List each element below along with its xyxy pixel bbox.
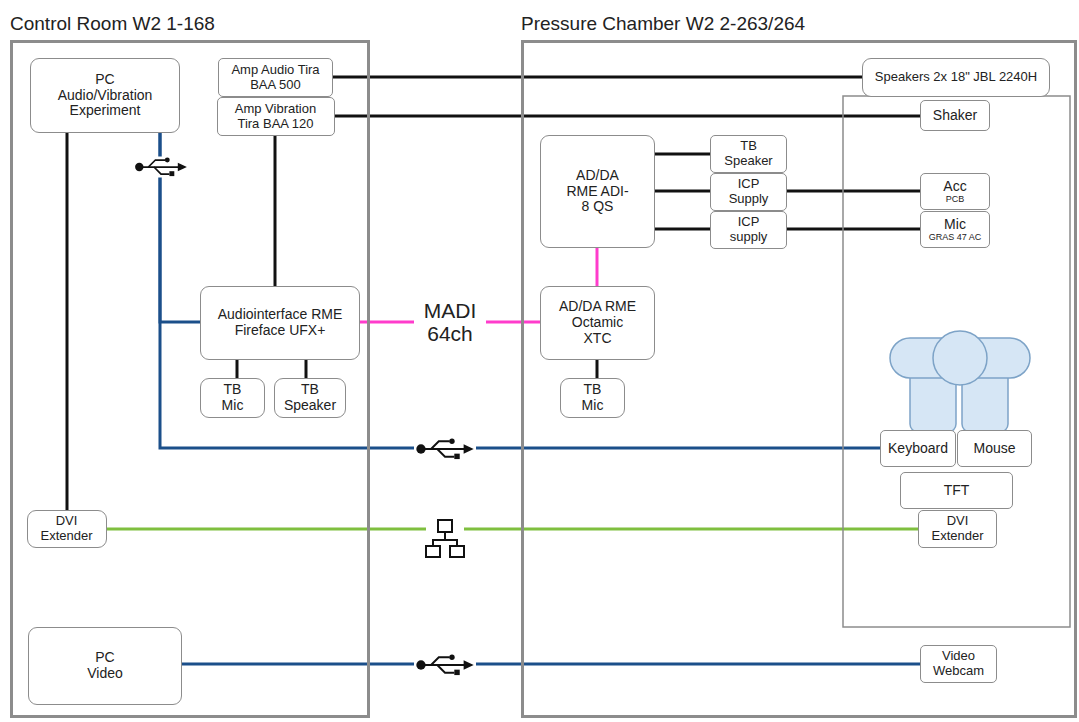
converter-box: AD/DA RME Octamic XTC: [540, 286, 655, 360]
node-label: DVI Extender: [925, 514, 991, 543]
node-label: TB Mic: [213, 382, 253, 413]
node-label: Audiointerface RME Fireface UFX+: [213, 307, 347, 338]
node-label: Acc: [943, 179, 966, 195]
usb-symbol: [414, 653, 476, 676]
node-label: TB Speaker: [720, 139, 778, 168]
node-label: ICP supply: [721, 215, 777, 244]
room-heading: Control Room W2 1-168: [10, 13, 215, 34]
speaker-box: Speakers 2x 18" JBL 2240H: [862, 58, 1050, 97]
node-label: GRAS 47 AC: [929, 232, 982, 242]
node-label: PCB: [946, 194, 965, 204]
connector-line: [360, 321, 540, 324]
node-label: DVI Extender: [34, 514, 100, 543]
connector-line: [787, 228, 920, 231]
node-label: Keyboard: [888, 441, 948, 457]
subject-figure: [890, 331, 1030, 432]
edge-label: MADI 64ch: [414, 298, 486, 346]
supply-box: ICP supply: [710, 211, 787, 249]
node-label: Amp Vibration Tira BAA 120: [224, 102, 328, 131]
connector-line: [305, 360, 308, 378]
connector-line: [335, 115, 921, 118]
webcam-box: Video Webcam: [920, 645, 997, 683]
computer-box: PC Video: [28, 627, 182, 705]
mouse-box: Mouse: [957, 430, 1032, 467]
connector-line: [333, 76, 862, 79]
node-label: Mouse: [973, 441, 1015, 457]
room-region: Control Room W2 1-168PC Audio/Vibration …: [10, 40, 370, 718]
node-label: Mic: [944, 217, 966, 233]
node-label: Amp Audio Tira BAA 500: [230, 63, 322, 92]
inner-enclosure: [843, 96, 1070, 627]
connector-line: [596, 360, 599, 378]
connector-line: [274, 136, 277, 286]
node-label: PC Video: [85, 650, 125, 681]
network-symbol: [426, 518, 464, 558]
node-label: Shaker: [933, 108, 977, 124]
connector-line: [160, 133, 880, 448]
node-label: TFT: [944, 483, 970, 499]
node-label: AD/DA RME Octamic XTC: [557, 299, 639, 346]
connector-line: [107, 528, 919, 531]
sensor-box: MicGRAS 47 AC: [920, 211, 990, 248]
amplifier-box: Amp Audio Tira BAA 500: [218, 58, 333, 97]
room-heading: Pressure Chamber W2 2-263/264: [521, 13, 805, 34]
talkback-box: TB Mic: [560, 378, 625, 418]
node-label: TB Mic: [573, 382, 613, 413]
keyboard-box: Keyboard: [880, 430, 956, 467]
supply-box: ICP Supply: [710, 173, 787, 211]
amplifier-box: Amp Vibration Tira BAA 120: [217, 97, 335, 136]
converter-box: AD/DA RME ADI-8 QS: [540, 135, 655, 248]
monitor-box: TFT: [900, 472, 1013, 509]
talkback-box: TB Speaker: [274, 378, 346, 418]
connector-line: [596, 248, 599, 286]
sensor-box: AccPCB: [920, 173, 990, 210]
shaker-box: Shaker: [920, 100, 990, 131]
usb-symbol: [133, 157, 189, 178]
node-label: ICP Supply: [721, 177, 777, 206]
node-label: AD/DA RME ADI-8 QS: [566, 168, 630, 215]
connector-line: [182, 663, 920, 666]
node-label: TB Speaker: [281, 382, 339, 413]
node-label: Speakers 2x 18" JBL 2240H: [875, 70, 1037, 85]
node-label: Video Webcam: [931, 649, 987, 678]
node-label: PC Audio/Vibration Experiment: [49, 72, 161, 119]
usb-symbol: [414, 437, 476, 460]
connector-line: [655, 228, 710, 231]
connector-line: [66, 133, 69, 510]
talkback-box: TB Speaker: [710, 135, 787, 173]
audio-interface-box: Audiointerface RME Fireface UFX+: [200, 286, 360, 360]
connector-line: [787, 190, 920, 193]
talkback-box: TB Mic: [200, 378, 265, 418]
extender-box: DVI Extender: [918, 510, 997, 548]
connector-line: [655, 153, 710, 156]
connector-line: [655, 190, 710, 193]
extender-box: DVI Extender: [27, 510, 107, 548]
connector-line: [236, 360, 239, 378]
computer-box: PC Audio/Vibration Experiment: [30, 58, 180, 133]
room-region: Pressure Chamber W2 2-263/264Speakers 2x…: [521, 40, 1077, 718]
